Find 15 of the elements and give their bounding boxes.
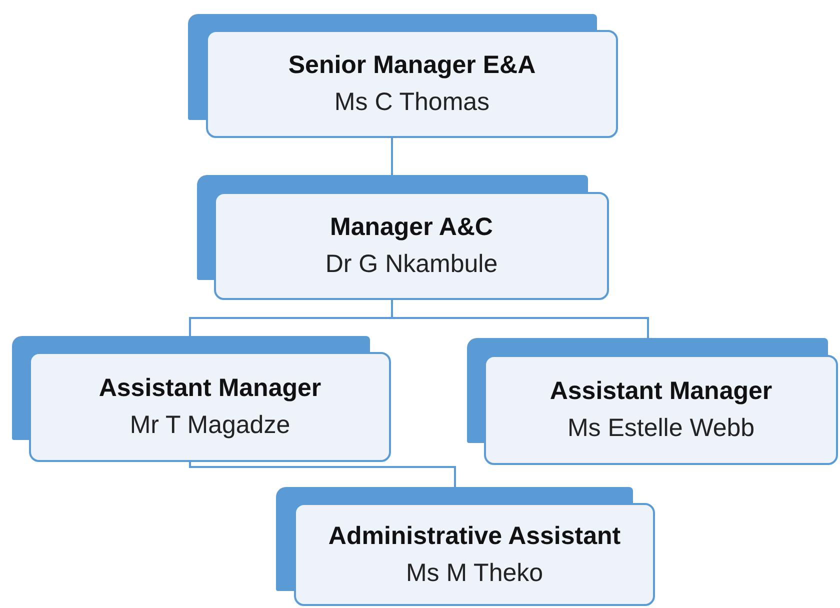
job-title: Senior Manager E&A xyxy=(288,51,536,80)
position-card xyxy=(206,30,618,138)
position-card xyxy=(29,352,391,462)
position-card xyxy=(214,192,609,300)
job-title: Manager A&C xyxy=(330,213,493,242)
person-name: Mr T Magadze xyxy=(130,411,290,440)
person-name: Ms M Theko xyxy=(406,558,544,588)
person-name: Ms C Thomas xyxy=(334,88,490,117)
person-name: Ms Estelle Webb xyxy=(567,414,755,443)
job-title: Administrative Assistant xyxy=(328,522,621,550)
position-card xyxy=(484,355,838,465)
position-card xyxy=(294,503,655,606)
job-title: Assistant Manager xyxy=(98,374,322,403)
person-name: Dr G Nkambule xyxy=(325,250,498,279)
job-title: Assistant Manager xyxy=(550,377,772,406)
